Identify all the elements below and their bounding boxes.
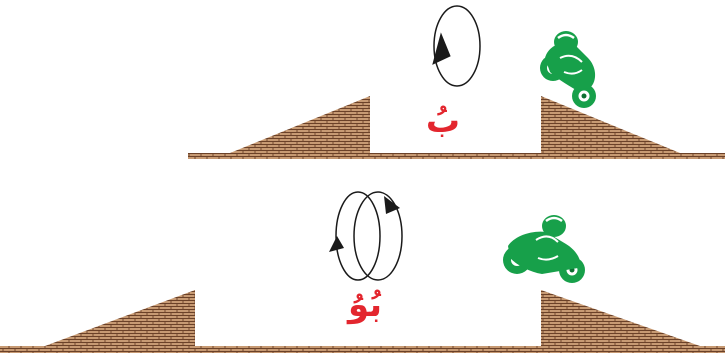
landing-ramp-2 <box>541 290 700 346</box>
track-row-2 <box>0 192 725 353</box>
double-loop-arrow-icon <box>329 192 402 280</box>
motorcycle-rider-icon <box>540 31 596 108</box>
arabic-letter-1: بُ <box>418 104 468 138</box>
launch-ramp-2 <box>45 290 195 346</box>
arabic-letter-2: بُوُ <box>335 288 395 322</box>
ground-strip-2 <box>0 346 725 353</box>
ground-strip-1 <box>188 153 725 159</box>
landing-ramp-1 <box>541 96 680 153</box>
motorcycle-rider-icon <box>503 215 585 283</box>
launch-ramp-1 <box>230 96 370 153</box>
single-loop-arrow-icon <box>433 6 480 86</box>
